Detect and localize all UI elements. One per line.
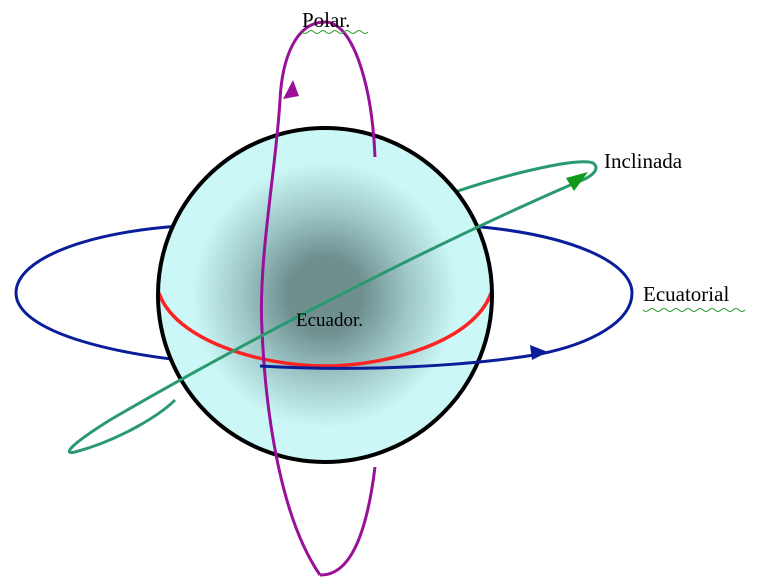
inclined-orbit-front [67,181,576,455]
polar-orbit-through-globe [259,99,322,576]
label-ecuatorial: Ecuatorial [643,282,729,306]
labels: Polar. Inclinada Ecuatorial Ecuador. [296,8,746,331]
orbits-back [14,160,634,368]
polar-orbit-arrow-icon [283,80,299,99]
equatorial-orbit-front [259,352,541,370]
inclined-orbit-back [454,160,598,194]
equatorial-orbit-back [14,224,261,368]
label-polar: Polar. [302,8,350,32]
inclined-orbit-arrow-icon [566,172,588,191]
equatorial-orbit-back-right [469,224,634,356]
polar-orbit-front-top [278,20,377,158]
globe-outline [156,126,494,464]
equatorial-orbit-arrow-icon [530,345,548,360]
equator-line [157,292,493,368]
globe-body [158,128,492,462]
label-ecuatorial-underline [642,308,746,312]
label-inclinada: Inclinada [604,149,683,173]
polar-orbit-front-bottom [319,466,377,577]
earth-globe [156,126,494,464]
orbits-front [67,20,588,577]
label-ecuador: Ecuador. [296,310,363,331]
label-polar-underline [301,30,369,34]
